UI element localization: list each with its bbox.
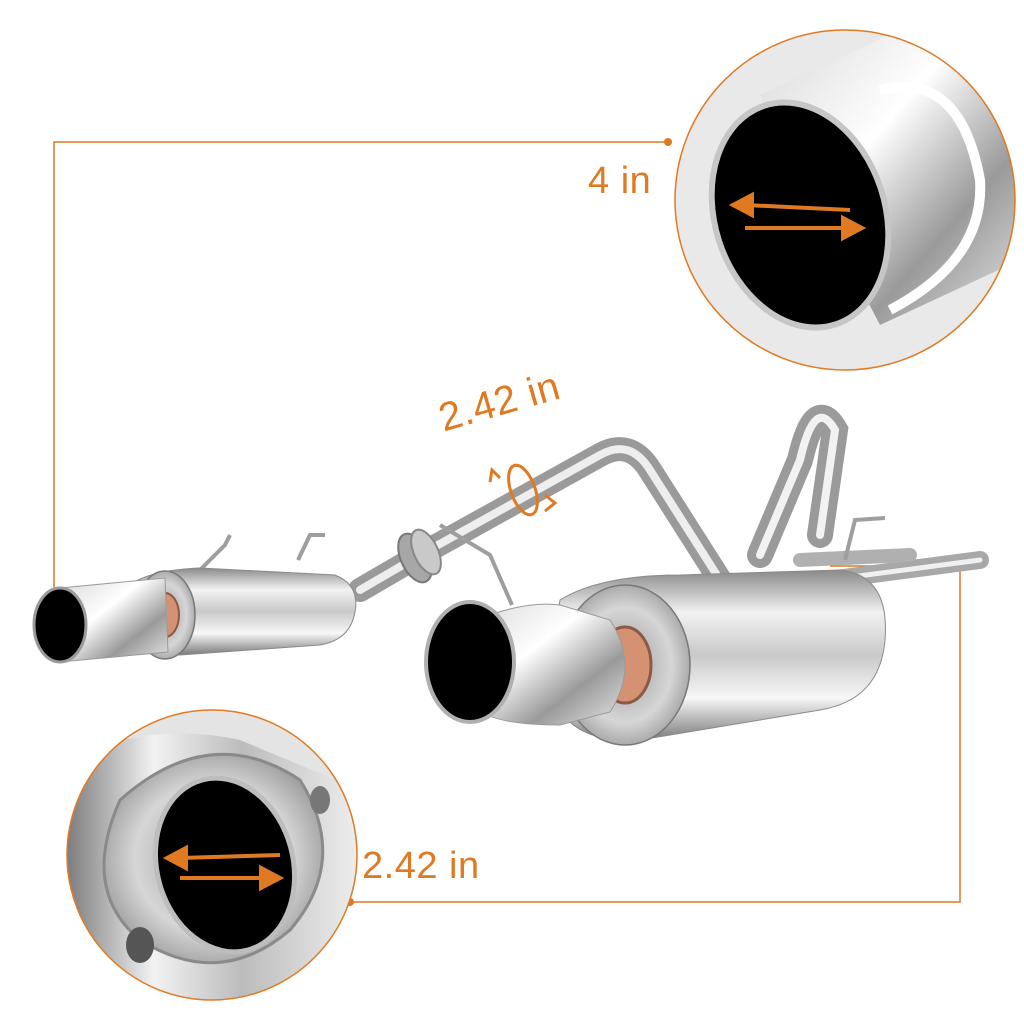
tip-leader-line bbox=[53, 141, 668, 595]
flange-detail-opening bbox=[152, 775, 298, 955]
double-headed-arrow-icon bbox=[162, 844, 285, 892]
right-muffler bbox=[424, 569, 886, 746]
flange-detail-circle bbox=[66, 709, 358, 1001]
mid-flange bbox=[397, 528, 442, 584]
rotation-arrow-icon bbox=[488, 463, 558, 517]
left-muffler bbox=[32, 567, 357, 664]
right-tip-opening bbox=[424, 600, 516, 724]
tip-leader-dot bbox=[664, 138, 672, 146]
left-tip-opening bbox=[32, 586, 88, 664]
flange-diameter-label: 2.42 in bbox=[362, 845, 480, 887]
exhaust-pipe bbox=[348, 404, 989, 602]
hanger-rods bbox=[193, 516, 886, 606]
double-headed-arrow-icon bbox=[728, 191, 867, 242]
tip-diameter-label: 4 in bbox=[588, 160, 652, 202]
tip-detail-circle bbox=[674, 29, 1016, 371]
tip-detail-opening bbox=[708, 99, 892, 331]
